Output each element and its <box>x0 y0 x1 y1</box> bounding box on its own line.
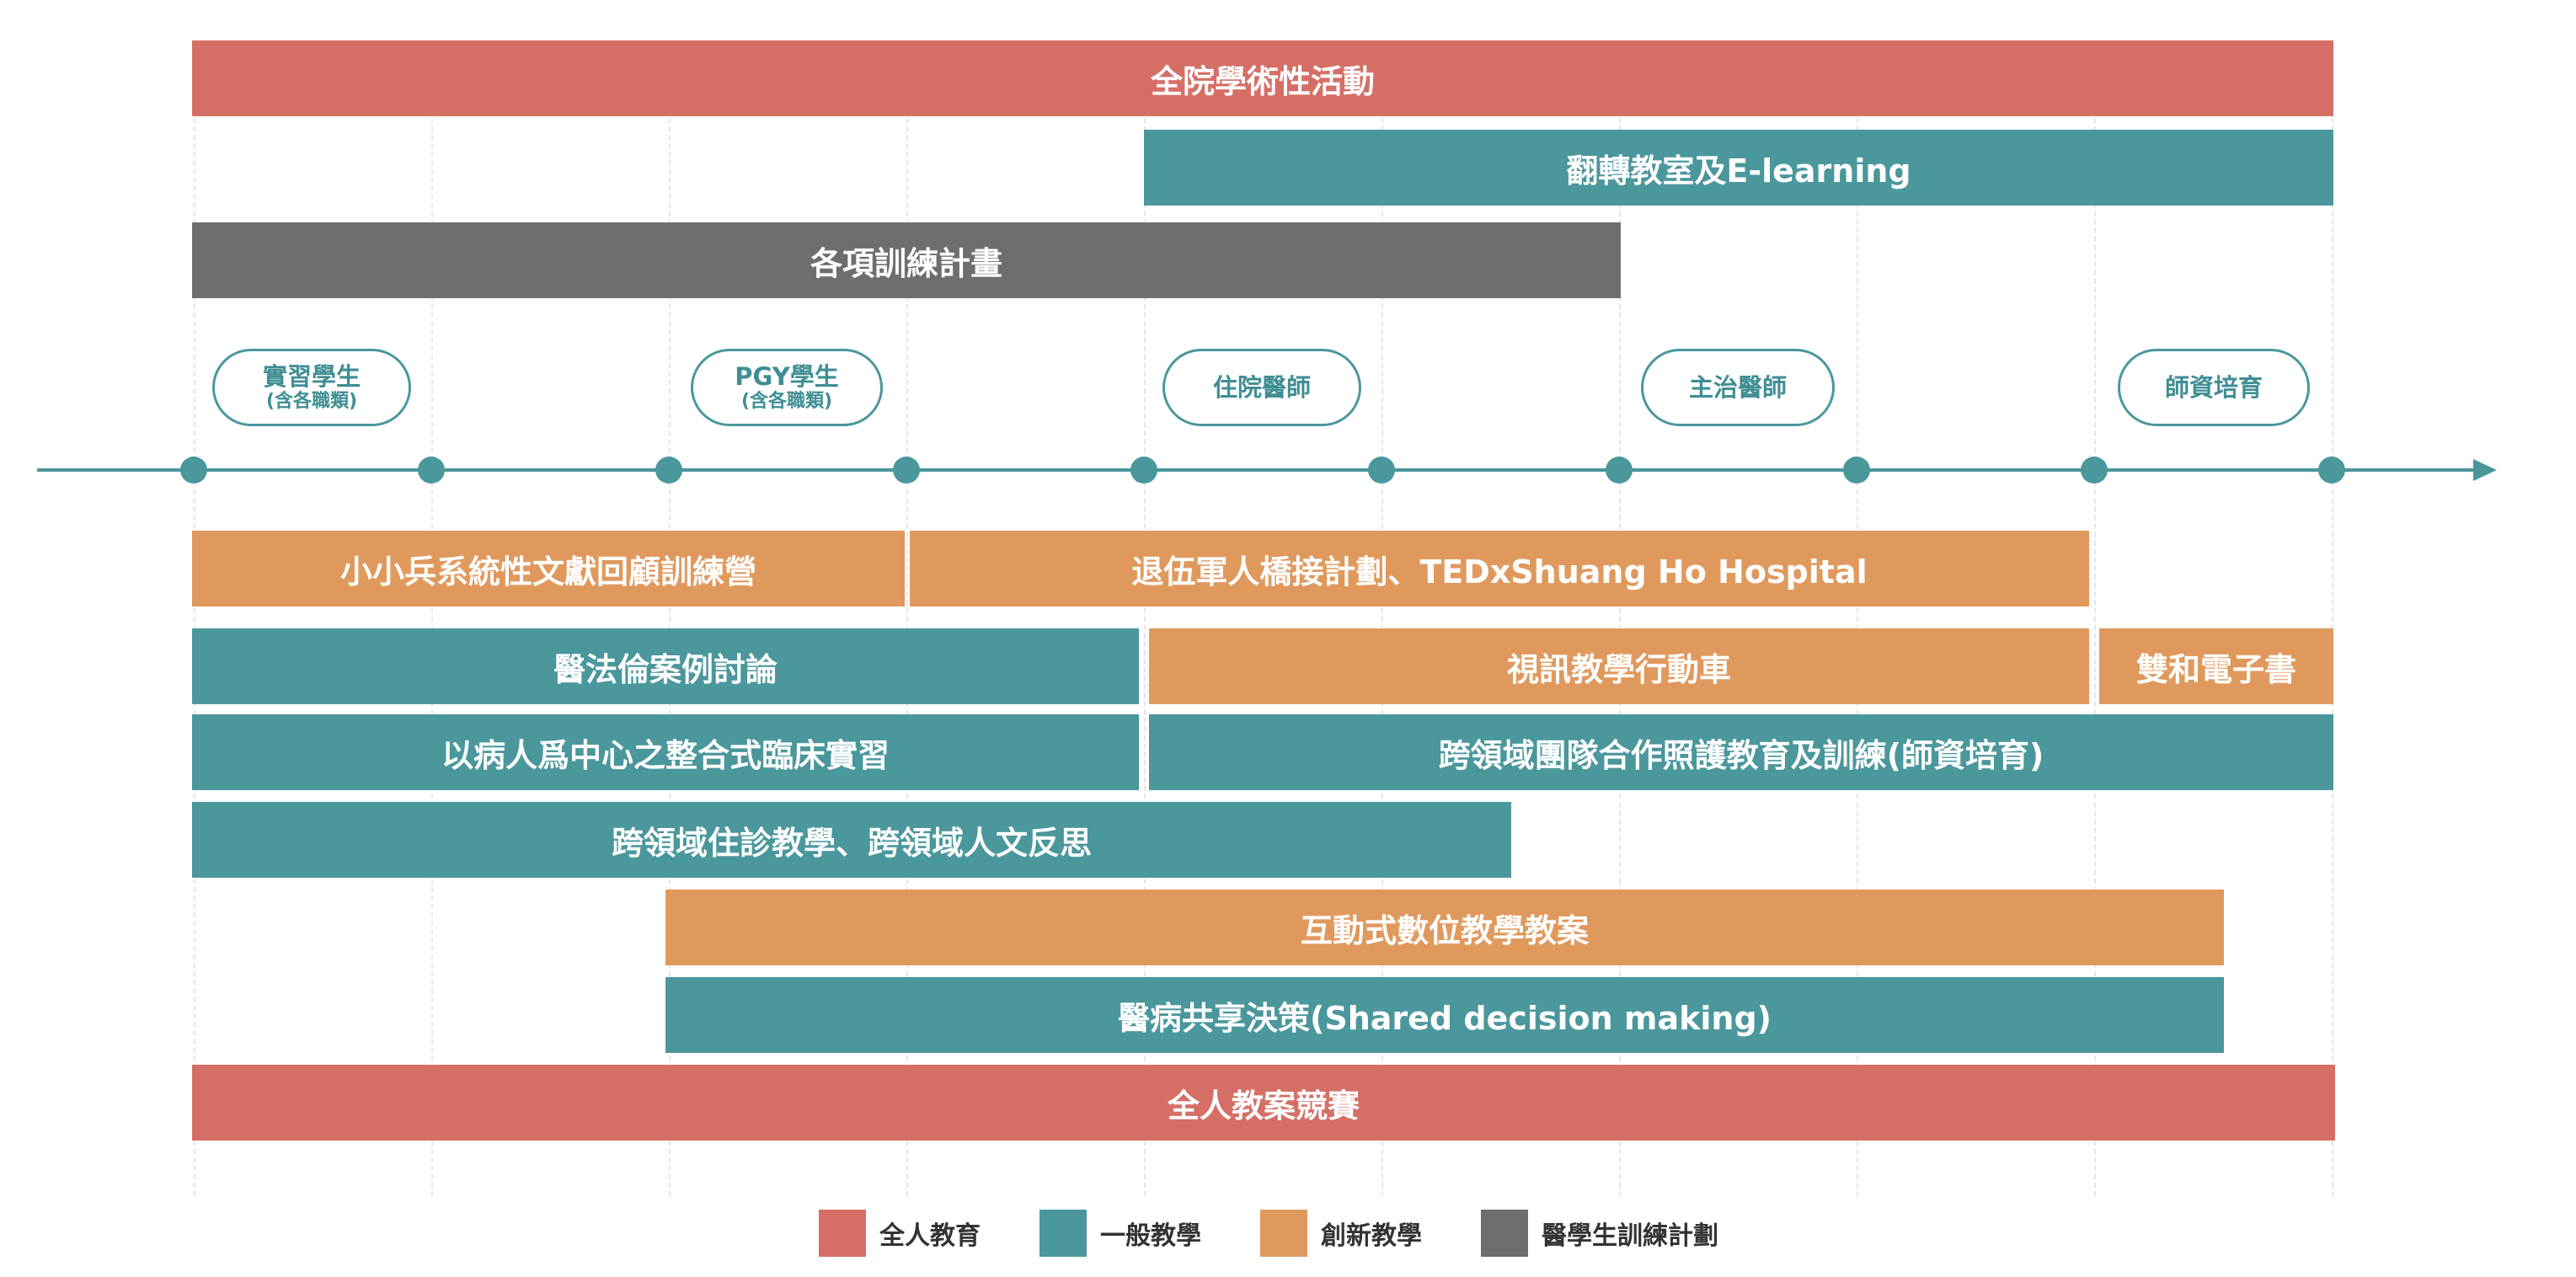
timeline-node <box>1130 457 1157 484</box>
gridline <box>1857 51 1858 1196</box>
bar-whole-hospital-academic-activities: 全院學術性活動 <box>192 40 2333 116</box>
stage-attending-physicians: 主治醫師 <box>1641 349 1835 426</box>
bar-shared-decision-making: 醫病共享決策(Shared decision making) <box>665 977 2224 1053</box>
legend-swatch <box>1481 1210 1528 1257</box>
timeline-node <box>2318 457 2345 484</box>
bar-interprofessional-inpatient-teaching: 跨領域住診教學、跨領域人文反思 <box>192 802 1511 878</box>
timeline-node <box>2081 457 2108 484</box>
legend-label: 醫學生訓練計劃 <box>1542 1221 1718 1251</box>
legend-swatch <box>1260 1210 1307 1257</box>
stage-sublabel: (含各職類) <box>265 391 358 412</box>
legend-swatch <box>819 1210 866 1257</box>
bar-systematic-review-camp: 小小兵系統性文獻回顧訓練營 <box>192 531 905 606</box>
legend-label: 全人教育 <box>879 1221 981 1251</box>
stage-faculty-development: 師資培育 <box>2118 349 2310 426</box>
stage-label: 主治醫師 <box>1688 373 1787 402</box>
gridline <box>2332 51 2333 1196</box>
legend-label: 一般教學 <box>1100 1221 1201 1251</box>
gridline <box>1382 51 1383 1196</box>
bar-interactive-digital-teaching-cases: 互動式數位教學教案 <box>665 890 2224 965</box>
gridline <box>669 51 671 1196</box>
bar-holistic-teaching-case-competition: 全人教案競賽 <box>192 1065 2335 1141</box>
stage-intern-students: 實習學生 (含各職類) <box>212 349 411 426</box>
gridline <box>2094 51 2096 1196</box>
bar-video-teaching-mobile-cart: 視訊教學行動車 <box>1149 628 2089 704</box>
legend-item: 創新教學 <box>1260 1210 1422 1257</box>
bar-patient-centered-clinical-clerkship: 以病人爲中心之整合式臨床實習 <box>192 714 1139 790</box>
gridline <box>431 51 433 1196</box>
bar-medical-law-ethics-case-discussion: 醫法倫案例討論 <box>192 628 1139 704</box>
stage-label: PGY學生 <box>735 362 839 391</box>
timeline-axis <box>37 468 2480 472</box>
legend-item: 全人教育 <box>819 1210 981 1257</box>
stage-label: 住院醫師 <box>1212 373 1311 402</box>
legend-swatch <box>1039 1210 1087 1257</box>
timeline-node <box>418 457 445 484</box>
legend-label: 創新教學 <box>1321 1221 1422 1251</box>
gridline <box>194 51 195 1196</box>
bar-training-programs: 各項訓練計畫 <box>192 222 1621 298</box>
stage-residents: 住院醫師 <box>1162 349 1361 426</box>
legend-item: 醫學生訓練計劃 <box>1481 1210 1718 1257</box>
timeline-node <box>1606 457 1633 484</box>
gridline <box>1144 51 1146 1196</box>
timeline-node <box>1843 457 1870 484</box>
bar-shuangho-ebook: 雙和電子書 <box>2099 628 2333 704</box>
bar-flipped-classroom-elearning: 翻轉教室及E-learning <box>1144 130 2333 206</box>
stage-pgy-students: PGY學生 (含各職類) <box>691 349 883 426</box>
stage-sublabel: (含各職類) <box>740 391 833 412</box>
timeline-node <box>1368 457 1395 484</box>
timeline-node <box>180 457 207 484</box>
bar-interprofessional-team-care-training: 跨領域團隊合作照護教育及訓練(師資培育) <box>1149 714 2333 790</box>
gridline <box>1619 51 1621 1196</box>
timeline-node <box>893 457 920 484</box>
bar-veteran-bridging-tedx: 退伍軍人橋接計劃、TEDxShuang Ho Hospital <box>910 531 2089 606</box>
stage-label: 實習學生 <box>262 362 361 391</box>
legend-item: 一般教學 <box>1039 1210 1201 1257</box>
arrow-right-icon <box>2473 459 2497 481</box>
stage-label: 師資培育 <box>2164 373 2263 402</box>
timeline-node <box>655 457 682 484</box>
gridline <box>906 51 908 1196</box>
